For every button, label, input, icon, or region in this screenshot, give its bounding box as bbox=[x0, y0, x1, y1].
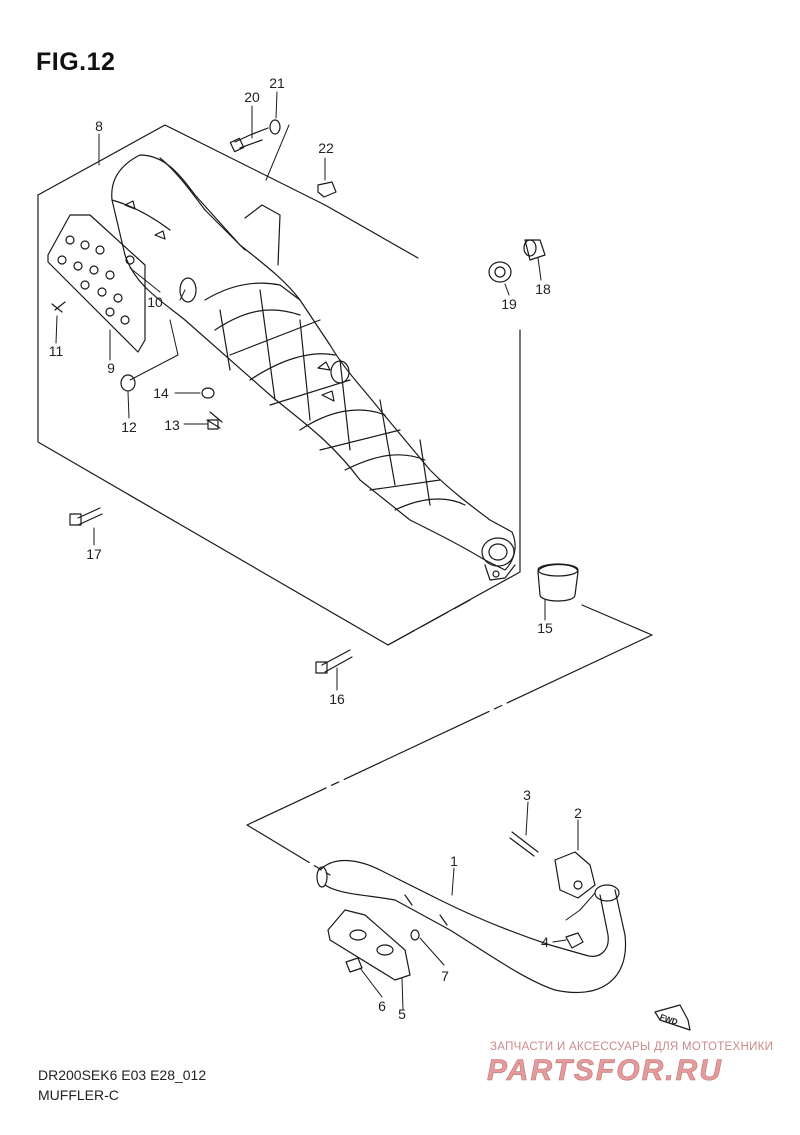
muffler-group-frame bbox=[37, 124, 521, 646]
callout-5: 5 bbox=[398, 1006, 406, 1022]
part-6-nut bbox=[345, 957, 363, 973]
fwd-arrow-icon bbox=[654, 1004, 691, 1031]
part-2-flange bbox=[554, 851, 596, 899]
callout-22: 22 bbox=[318, 140, 334, 156]
callout-6: 6 bbox=[378, 998, 386, 1014]
callout-19: 19 bbox=[501, 296, 517, 312]
callout-17: 17 bbox=[86, 546, 102, 562]
callout-21: 21 bbox=[269, 75, 285, 91]
watermark-tagline: ЗАПЧАСТИ И АКСЕССУАРЫ ДЛЯ МОТОТЕХНИКИ bbox=[490, 1041, 774, 1053]
watermark-logo: PARTSFOR.RU bbox=[487, 1054, 723, 1088]
part-20-bolt bbox=[229, 127, 269, 153]
callout-7: 7 bbox=[441, 968, 449, 984]
callout-2: 2 bbox=[574, 805, 582, 821]
callout-16: 16 bbox=[329, 691, 345, 707]
callout-9: 9 bbox=[107, 360, 115, 376]
figure-title: FIG.12 bbox=[36, 48, 116, 76]
part-12-spacer bbox=[120, 374, 136, 392]
part-21-washer bbox=[269, 119, 281, 135]
part-5-pipe-guard bbox=[327, 909, 411, 981]
callout-13-14-a: 14 bbox=[153, 385, 169, 401]
muffler-body bbox=[111, 154, 516, 581]
model-code: DR200SEK6 E03 E28_012 bbox=[38, 1067, 207, 1083]
part-18-collar bbox=[523, 239, 546, 261]
part-16-bolt bbox=[315, 649, 353, 674]
callout-labels: 1 2 3 4 5 6 7 8 9 10 11 12 14 13 17 16 1… bbox=[49, 75, 679, 1027]
leader-lines bbox=[55, 91, 596, 1011]
part-15-gasket bbox=[537, 563, 579, 602]
figure-caption: MUFFLER-C bbox=[38, 1087, 119, 1103]
callout-4: 4 bbox=[541, 934, 549, 950]
assembly-link-line bbox=[246, 634, 653, 876]
callout-13: 13 bbox=[164, 417, 180, 433]
callout-15: 15 bbox=[537, 620, 553, 636]
part-17-bolt bbox=[69, 507, 103, 526]
callout-1: 1 bbox=[450, 853, 458, 869]
part-1-exhaust-pipe bbox=[316, 859, 627, 994]
part-19-grommet bbox=[488, 261, 512, 283]
callout-11: 11 bbox=[49, 343, 64, 359]
callout-3: 3 bbox=[523, 787, 531, 803]
callout-12: 12 bbox=[121, 419, 137, 435]
callout-18: 18 bbox=[535, 281, 551, 297]
part-4-nut bbox=[565, 932, 584, 949]
callout-10: 10 bbox=[147, 294, 163, 310]
part-13-bolt bbox=[206, 411, 223, 430]
part-3-stud bbox=[509, 831, 539, 857]
part-9-heat-shield-plate bbox=[47, 214, 146, 353]
part-14-washer bbox=[201, 387, 215, 399]
part-7-washer bbox=[410, 929, 420, 941]
part-22-nut bbox=[317, 181, 337, 198]
callout-8: 8 bbox=[95, 118, 103, 134]
part-11-screw bbox=[51, 301, 66, 313]
callout-20: 20 bbox=[244, 89, 260, 105]
